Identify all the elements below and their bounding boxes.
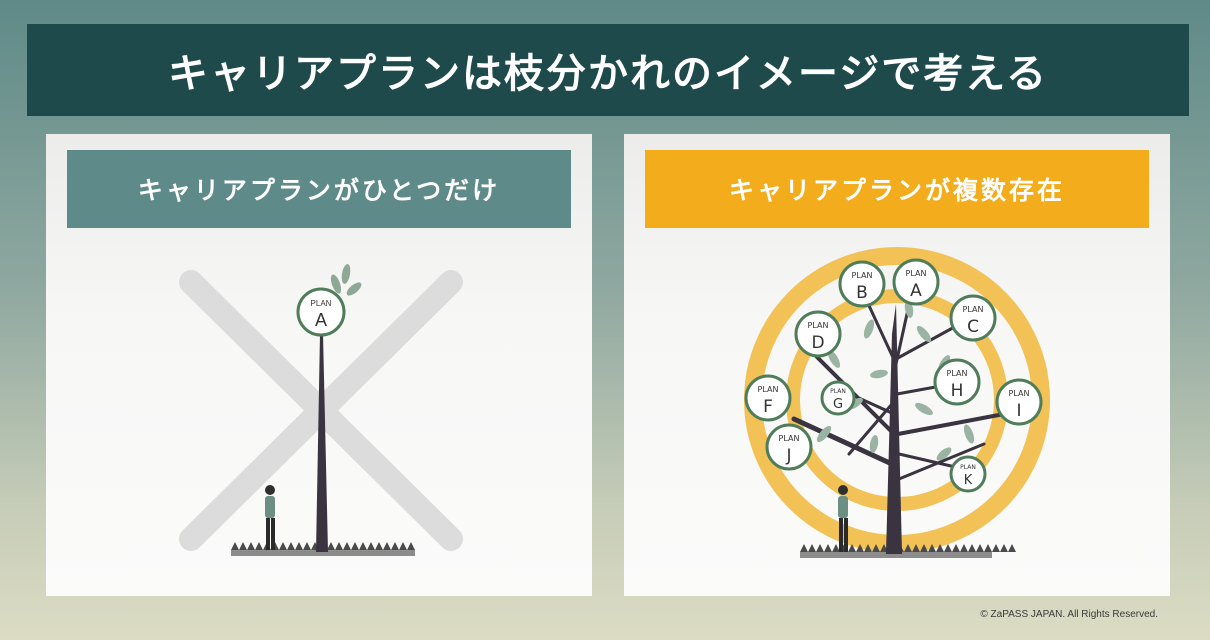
plan-letter: B xyxy=(856,283,868,303)
page-title: キャリアプランは枝分かれのイメージで考える xyxy=(27,24,1189,116)
plan-c-badge: PLAN C xyxy=(949,294,997,342)
plan-letter: K xyxy=(964,473,973,488)
plan-prefix: PLAN xyxy=(947,369,968,378)
plan-prefix: PLAN xyxy=(779,434,800,443)
single-plan-panel: キャリアプランがひとつだけ PLAN A xyxy=(46,134,592,596)
plan-prefix: PLAN xyxy=(808,321,829,330)
leaf-icon xyxy=(330,264,362,296)
plan-letter: A xyxy=(910,281,922,301)
plan-letter: D xyxy=(811,333,824,353)
plan-d-badge: PLAN D xyxy=(794,310,842,358)
multiple-plans-illustration: PLAN B PLAN A PLAN C PLAN D PLAN F PLAN … xyxy=(744,247,1050,558)
plan-a-badge: PLAN A xyxy=(296,287,346,337)
person-figure xyxy=(265,485,275,550)
plan-h-badge: PLAN H xyxy=(933,358,981,406)
plan-letter: I xyxy=(1016,401,1021,421)
person-figure xyxy=(838,485,848,552)
plan-g-badge: PLAN G xyxy=(820,380,856,416)
plan-letter: C xyxy=(967,317,979,337)
tree-trunk xyxy=(316,334,328,552)
plan-prefix: PLAN xyxy=(830,388,846,395)
plan-letter: A xyxy=(315,310,327,330)
single-plan-header: キャリアプランがひとつだけ xyxy=(67,150,571,228)
plan-prefix: PLAN xyxy=(963,305,984,314)
plan-i-badge: PLAN I xyxy=(995,378,1043,426)
plan-j-badge: PLAN J xyxy=(765,423,813,471)
single-plan-illustration: PLAN A xyxy=(179,264,463,556)
plan-letter: G xyxy=(833,397,843,412)
grass-ground xyxy=(800,544,1016,558)
plan-prefix: PLAN xyxy=(852,271,873,280)
plan-prefix: PLAN xyxy=(311,299,332,308)
plan-prefix: PLAN xyxy=(960,464,976,471)
plan-prefix: PLAN xyxy=(758,385,779,394)
plan-letter: F xyxy=(763,397,773,417)
plan-prefix: PLAN xyxy=(1009,389,1030,398)
copyright-notice: © ZaPASS JAPAN. All Rights Reserved. xyxy=(980,609,1158,620)
plan-f-badge: PLAN F xyxy=(744,374,792,422)
plan-k-badge: PLAN K xyxy=(949,455,987,493)
multiple-plans-header: キャリアプランが複数存在 xyxy=(645,150,1149,228)
plan-a-badge: PLAN A xyxy=(892,258,940,306)
plan-prefix: PLAN xyxy=(906,269,927,278)
plan-letter: H xyxy=(951,381,964,401)
multiple-plans-panel: キャリアプランが複数存在 xyxy=(624,134,1170,596)
plan-letter: J xyxy=(785,446,791,466)
plan-b-badge: PLAN B xyxy=(838,260,886,308)
